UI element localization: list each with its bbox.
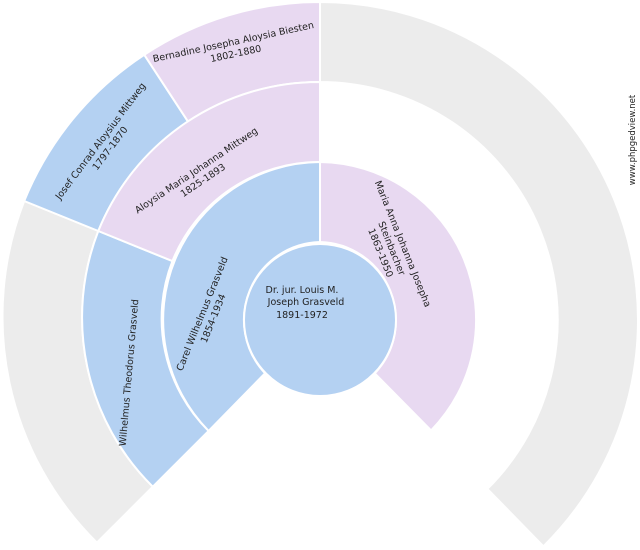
empty-slot-gen3-right (319, 0, 639, 548)
root-person-circle[interactable] (243, 243, 397, 397)
person-segment-aloysia[interactable] (96, 80, 321, 263)
root-name-line1: Dr. jur. Louis M. (266, 285, 339, 296)
root-name-line2: Joseph Grasveld (267, 297, 345, 308)
website-watermark: www.phpgedview.net (628, 94, 638, 185)
root-years: 1891-1972 (276, 310, 328, 321)
